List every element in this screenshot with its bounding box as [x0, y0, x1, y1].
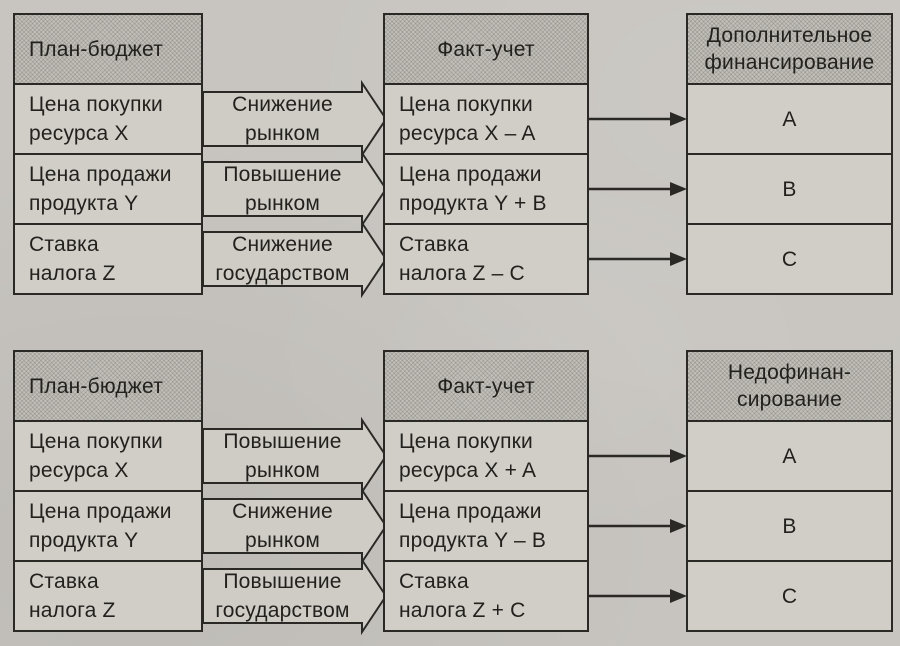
header-label: План-бюджет	[29, 37, 164, 61]
table-row: C	[688, 223, 891, 293]
table-row: Ставка налога Z + C	[385, 560, 587, 630]
table-row: Цена продажи продукта Y	[15, 490, 201, 560]
row-line: A	[782, 444, 797, 468]
row-line: продукта Y	[29, 192, 139, 215]
label-line: государством	[215, 599, 350, 622]
flow-arrowhead	[670, 449, 687, 603]
change-arrow-label: Снижение государством	[203, 229, 362, 289]
flow-arrow	[589, 117, 672, 261]
fact-accounting-table: Факт-учет Цена покупки ресурса X + A Цен…	[383, 350, 589, 632]
header-line: финансирование	[704, 51, 875, 74]
underfinancing-table: Недофинан- сирование A B C	[686, 350, 893, 632]
table-row: Ставка налога Z	[15, 560, 201, 630]
label-line: Снижение	[232, 233, 333, 256]
table-row: A	[688, 422, 891, 490]
additional-financing-table: Дополнительное финансирование A B C	[686, 13, 893, 295]
table-header: Факт-учет	[385, 15, 587, 85]
row-line: ресурса X	[29, 122, 129, 145]
header-label: Факт-учет	[437, 37, 535, 61]
row-line: налога Z	[29, 262, 116, 285]
row-line: ресурса X – A	[399, 122, 536, 145]
table-row: Цена продажи продукта Y	[15, 153, 201, 223]
header-label: Факт-учет	[437, 374, 535, 398]
label-line: государством	[215, 262, 350, 285]
row-line: A	[782, 107, 797, 131]
plan-budget-table: План-бюджет Цена покупки ресурса X Цена …	[13, 13, 203, 295]
change-arrow-label: Повышение рынком	[203, 159, 362, 219]
label-line: Повышение	[223, 163, 342, 186]
label-line: Снижение	[232, 93, 333, 116]
row-line: налога Z – C	[399, 262, 525, 285]
table-header: План-бюджет	[15, 352, 201, 422]
row-line: Цена продажи	[399, 163, 542, 186]
row-line: C	[781, 584, 798, 608]
row-line: Ставка	[399, 233, 469, 256]
table-row: A	[688, 85, 891, 153]
table-row: B	[688, 153, 891, 223]
label-line: рынком	[244, 529, 321, 552]
label-line: рынком	[244, 459, 321, 482]
row-line: ресурса X + A	[399, 459, 537, 482]
row-line: налога Z	[29, 599, 116, 622]
table-row: Цена продажи продукта Y + B	[385, 153, 587, 223]
row-line: B	[782, 514, 797, 538]
row-line: Цена продажи	[399, 500, 542, 523]
row-line: Ставка	[399, 570, 469, 593]
header-line: Недофинан-	[727, 361, 852, 384]
change-arrow-label: Снижение рынком	[203, 89, 362, 149]
row-line: продукта Y	[29, 529, 139, 552]
header-line: Дополнительное	[706, 24, 873, 47]
row-line: B	[782, 177, 797, 201]
label-line: Повышение	[223, 430, 342, 453]
flow-arrow	[589, 454, 672, 598]
change-arrow-label: Повышение государством	[203, 566, 362, 626]
row-line: ресурса X	[29, 459, 129, 482]
row-line: Цена покупки	[29, 430, 163, 453]
row-line: Цена продажи	[29, 163, 172, 186]
row-line: Цена покупки	[399, 93, 533, 116]
table-header: План-бюджет	[15, 15, 201, 85]
label-line: рынком	[244, 192, 321, 215]
table-row: Цена покупки ресурса X	[15, 422, 201, 490]
change-arrow-label: Повышение рынком	[203, 426, 362, 486]
table-row: Цена покупки ресурса X – A	[385, 85, 587, 153]
row-line: Цена покупки	[399, 430, 533, 453]
table-header: Недофинан- сирование	[688, 352, 891, 422]
table-header: Дополнительное финансирование	[688, 15, 891, 85]
plan-budget-table: План-бюджет Цена покупки ресурса X Цена …	[13, 350, 203, 632]
table-row: Цена продажи продукта Y – B	[385, 490, 587, 560]
table-row: Цена покупки ресурса X	[15, 85, 201, 153]
row-line: продукта Y + B	[399, 192, 547, 215]
row-line: Ставка	[29, 233, 99, 256]
table-row: Цена покупки ресурса X + A	[385, 422, 587, 490]
table-row: B	[688, 490, 891, 560]
fact-accounting-table: Факт-учет Цена покупки ресурса X – A Цен…	[383, 13, 589, 295]
row-line: Цена продажи	[29, 500, 172, 523]
table-header: Факт-учет	[385, 352, 587, 422]
header-line: сирование	[737, 388, 842, 411]
row-line: Цена покупки	[29, 93, 163, 116]
row-line: Ставка	[29, 570, 99, 593]
label-line: рынком	[244, 122, 321, 145]
row-line: продукта Y – B	[399, 529, 547, 552]
table-row: Ставка налога Z	[15, 223, 201, 293]
label-line: Повышение	[223, 570, 342, 593]
flow-arrowhead	[670, 112, 687, 266]
row-line: C	[781, 247, 798, 271]
table-row: C	[688, 560, 891, 630]
row-line: налога Z + C	[399, 599, 526, 622]
table-row: Ставка налога Z – C	[385, 223, 587, 293]
header-label: План-бюджет	[29, 374, 164, 398]
change-arrow-label: Снижение рынком	[203, 496, 362, 556]
label-line: Снижение	[232, 500, 333, 523]
